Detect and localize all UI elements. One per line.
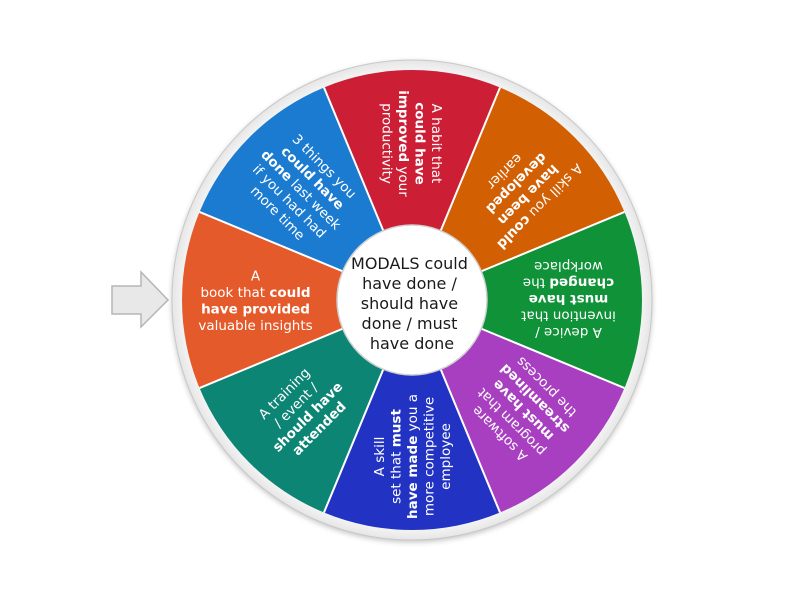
label-emphasis: improved: [395, 90, 411, 162]
wheel-hub[interactable]: MODALS could have done / should have don…: [336, 224, 488, 376]
svg-text:A habit thatcould haveimproved: A habit thatcould haveimproved yourprodu…: [378, 90, 444, 197]
label-text: A: [251, 268, 261, 284]
segment-habit[interactable]: [323, 70, 501, 300]
hub-circle: [336, 224, 488, 376]
label-line: have provided: [201, 301, 310, 317]
label-text: A skill: [372, 437, 388, 477]
label-emphasis: have made: [405, 436, 421, 519]
label-emphasis: have provided: [201, 301, 310, 317]
label-line: workplace: [534, 258, 603, 274]
label-text: invention that: [521, 308, 616, 324]
segment-label-skill-set: A skillset that musthave made you amore …: [372, 394, 454, 519]
label-line: set that must: [389, 409, 405, 504]
label-line: valuable insights: [198, 318, 312, 334]
label-text: set that: [389, 447, 405, 504]
label-text: you a: [405, 394, 421, 436]
label-line: must have: [529, 291, 609, 307]
segment-device[interactable]: [412, 211, 642, 389]
hub-title: MODALS could have done / should have don…: [351, 254, 473, 353]
label-line: A skill: [372, 437, 388, 477]
label-emphasis: could have: [411, 102, 427, 185]
label-text: more competitive: [422, 397, 438, 516]
segment-label-habit: A habit thatcould haveimproved yourprodu…: [378, 90, 444, 197]
hub-line: done / must: [362, 314, 458, 333]
label-line: employee: [438, 423, 454, 490]
label-line: changed the: [523, 275, 614, 291]
label-line: could have: [411, 102, 427, 185]
hub-line: should have: [361, 294, 458, 313]
svg-text:A skillset that musthave made: A skillset that musthave made you amore …: [372, 394, 454, 519]
label-text: productivity: [378, 103, 394, 184]
label-emphasis: must: [389, 409, 405, 448]
label-line: invention that: [521, 308, 616, 324]
wheel-rim-line: [171, 59, 653, 541]
label-text: your: [395, 162, 411, 197]
label-text: valuable insights: [198, 318, 312, 334]
label-emphasis: changed: [549, 275, 614, 291]
label-text: workplace: [534, 258, 603, 274]
label-text: employee: [438, 423, 454, 490]
label-emphasis: could: [269, 285, 310, 301]
label-text: the: [523, 275, 549, 291]
label-text: A habit that: [428, 104, 444, 184]
label-text: A device /: [535, 324, 602, 340]
label-line: productivity: [378, 103, 394, 184]
segment-label-device: A device /invention thatmust havechanged…: [521, 258, 616, 340]
segment-skill-set[interactable]: [323, 300, 501, 530]
label-line: improved your: [395, 90, 411, 197]
svg-text:A device /invention thatmust h: A device /invention thatmust havechanged…: [521, 258, 616, 340]
arrow-right-icon: [111, 270, 170, 329]
label-line: have made you a: [405, 394, 421, 519]
hub-line: have done: [370, 334, 454, 353]
hub-line: MODALS could: [351, 254, 468, 273]
label-line: A habit that: [428, 104, 444, 184]
label-text: book that: [200, 285, 269, 301]
hub-line: have done /: [362, 274, 457, 293]
pointer-arrow: [111, 270, 170, 329]
segment-book[interactable]: [182, 211, 412, 389]
wheel[interactable]: A habit thatcould haveimproved yourprodu…: [171, 59, 653, 541]
label-line: A: [251, 268, 261, 284]
label-emphasis: must have: [529, 291, 609, 307]
label-line: A device /: [535, 324, 602, 340]
label-line: book that could: [200, 285, 310, 301]
label-line: more competitive: [422, 397, 438, 516]
